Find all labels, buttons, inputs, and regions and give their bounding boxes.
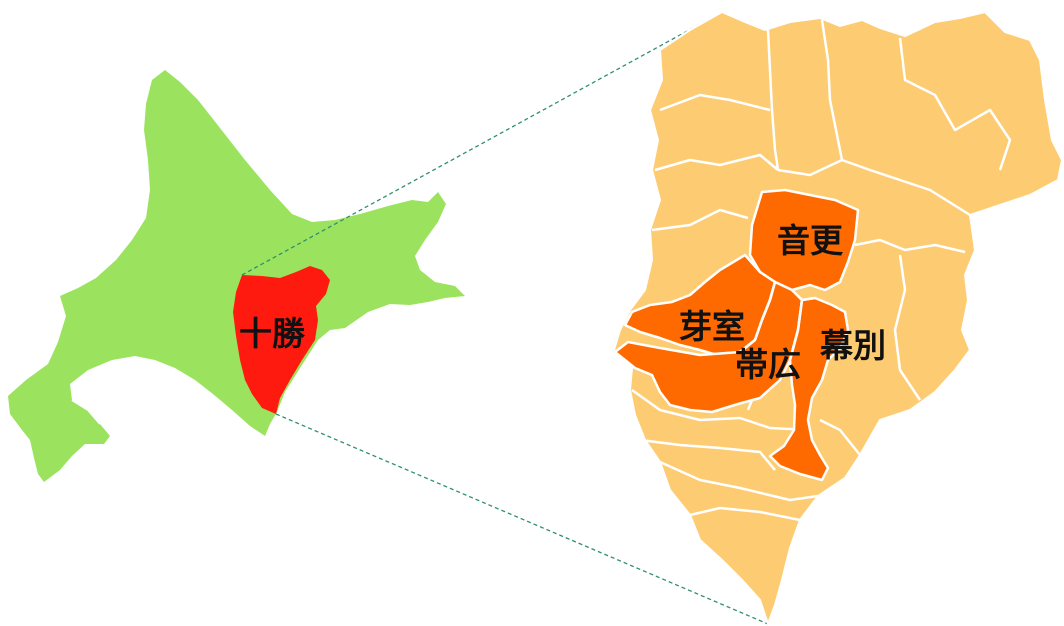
boundary-line bbox=[820, 19, 844, 161]
tokachi-label: 十勝 bbox=[239, 314, 306, 353]
tokachi-region bbox=[233, 266, 330, 414]
boundary-line bbox=[651, 208, 749, 232]
otofuke-area bbox=[748, 188, 860, 292]
boundary-line bbox=[639, 438, 776, 471]
makubetsu-area bbox=[768, 296, 850, 482]
boundary-line bbox=[631, 388, 811, 432]
municipality-boundaries bbox=[631, 19, 1012, 522]
zoom-connectors bbox=[241, 11, 769, 625]
boundary-line bbox=[689, 506, 801, 522]
boundary-line bbox=[659, 460, 819, 502]
boundary-line bbox=[777, 158, 971, 217]
boundary-line bbox=[819, 418, 861, 456]
hokkaido-coast-inner bbox=[71, 399, 101, 425]
boundary-line bbox=[659, 93, 771, 112]
boundary-line bbox=[898, 37, 1012, 171]
boundary-line bbox=[893, 254, 922, 401]
connector-line-bottom bbox=[275, 413, 769, 625]
boundary-line bbox=[791, 289, 816, 302]
hokkaido-overview-map: 十勝 bbox=[8, 70, 465, 482]
boundary-line bbox=[654, 153, 779, 172]
otofuke-label: 音更 bbox=[777, 221, 844, 260]
connector-line-top bbox=[241, 11, 723, 276]
boundary-line bbox=[739, 281, 777, 353]
boundary-line bbox=[788, 299, 804, 361]
highlight-borders bbox=[739, 281, 816, 361]
boundary-line bbox=[766, 29, 780, 171]
makubetsu-label: 幕別 bbox=[819, 326, 886, 365]
obihiro-label: 帯広 bbox=[735, 345, 801, 384]
tokachi-detail-map: 音更 芽室 帯広 幕別 bbox=[612, 10, 1064, 626]
memuro-label: 芽室 bbox=[679, 307, 745, 346]
hokkaido-island bbox=[8, 70, 465, 482]
boundary-line bbox=[854, 238, 966, 254]
